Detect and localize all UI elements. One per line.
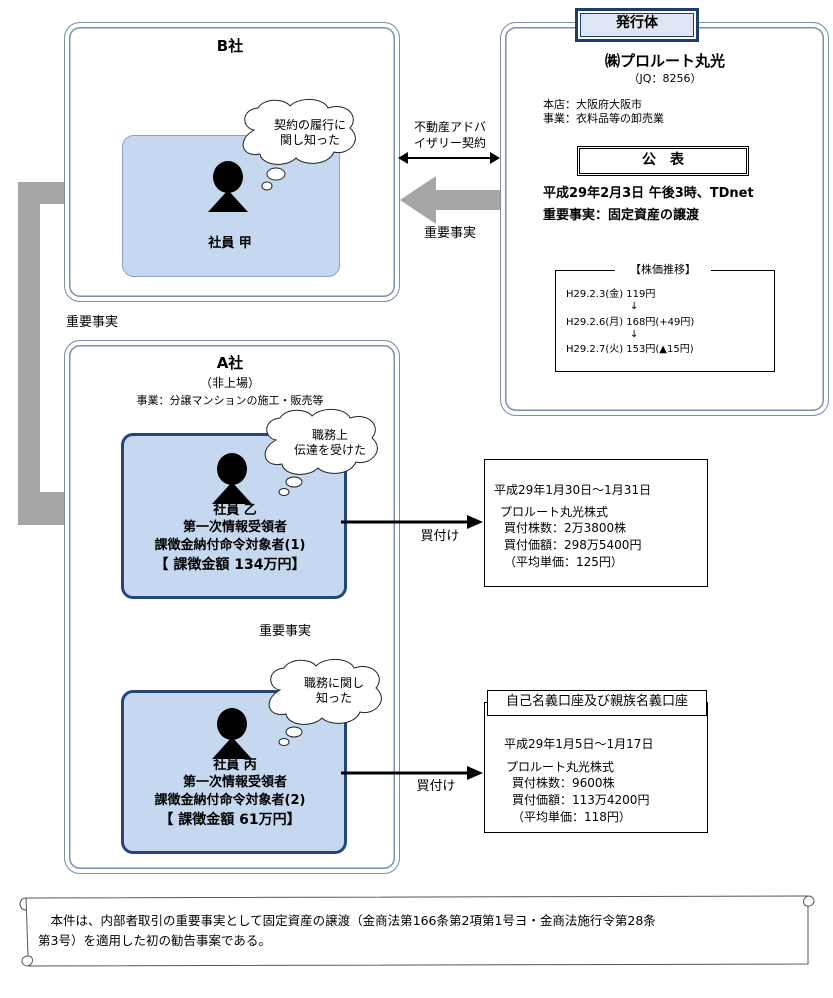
arrow-issuer-to-b — [400, 176, 500, 224]
thought-bubble — [242, 99, 356, 191]
trade2-price: 買付価額：113万4200円 — [512, 793, 650, 807]
company-a-business: 事業：分譲マンションの施工・販売等 — [136, 394, 324, 407]
stock-row-1: H29.2.3(金) 119円 — [566, 289, 656, 300]
trade2-header: 自己名義口座及び親族名義口座 — [505, 694, 688, 709]
stock-row-3: H29.2.7(火) 153円(▲15円) — [566, 344, 694, 355]
advisory-label-line2: イザリー契約 — [413, 136, 486, 150]
advisory-double-arrow — [398, 152, 500, 164]
trade2-header-box — [487, 690, 707, 716]
bubble-text-line1: 職務に関し — [303, 676, 364, 690]
advisory-label-line1: 不動産アドバ — [413, 120, 486, 134]
person-icon — [212, 453, 252, 504]
trade2-period: 平成29年1月5日～1月17日 — [504, 737, 654, 751]
employee-ko-name: 社員 甲 — [208, 236, 252, 251]
issuer-business: 事業：衣料品等の卸売業 — [543, 112, 664, 125]
buy-label-2: 買付け — [416, 779, 456, 794]
announcement-label-box — [577, 146, 749, 176]
flow-label-issuer-to-b: 重要事実 — [423, 226, 476, 241]
issuer-header: 発行体 — [616, 15, 658, 31]
stock-price-title: 【株価推移】 — [615, 263, 711, 277]
trade2-stock: プロルート丸光株式 — [506, 760, 615, 774]
trade-box-2 — [484, 702, 708, 833]
stock-row-2: H29.2.6(月) 168円(+49円) — [566, 317, 695, 328]
employee-otsu-name: 社員 乙 — [213, 503, 257, 518]
trade1-avg: （平均単価：125円） — [504, 555, 623, 569]
issuer-company-name: ㈱プロルート丸光 — [604, 52, 725, 70]
issuer-code: （JQ：8256） — [628, 72, 702, 85]
bubble-text-line2: 伝達を受けた — [293, 443, 366, 457]
buy-label-1: 買付け — [420, 529, 460, 544]
trade1-stock: プロルート丸光株式 — [500, 505, 609, 519]
footnote-line2: 第3号）を適用した初の勧告事案である。 — [38, 933, 271, 948]
person-icon — [208, 161, 248, 212]
flow-label-b-to-a: 重要事実 — [65, 315, 118, 330]
flow-label-otsu-to-hei: 重要事実 — [258, 624, 311, 639]
company-a-listing: （非上場） — [199, 376, 260, 390]
thought-bubble — [268, 659, 382, 746]
trade1-price: 買付価額：298万5400円 — [504, 538, 642, 552]
employee-hei-order: 課徴金納付命令対象者(2) — [154, 793, 306, 808]
buy-arrow-2 — [341, 766, 483, 780]
trade1-period: 平成29年1月30日～1月31日 — [494, 483, 652, 497]
thought-bubble — [264, 409, 378, 496]
trade1-shares: 買付株数：2万3800株 — [504, 521, 627, 535]
person-icon — [212, 708, 252, 759]
announcement-label: 公 表 — [642, 152, 684, 168]
stock-arrow-1: ↓ — [630, 301, 639, 312]
employee-otsu-amount: 【 課徴金額 134万円】 — [154, 557, 306, 573]
employee-hei-role: 第一次情報受領者 — [182, 775, 287, 790]
stock-arrow-2: ↓ — [630, 329, 639, 340]
bubble-text-line1: 契約の履行に — [273, 118, 346, 132]
footnote-scroll — [19, 895, 815, 967]
employee-otsu-order: 課徴金納付命令対象者(1) — [154, 538, 306, 553]
employee-hei-name: 社員 丙 — [213, 758, 257, 773]
stock-price-box — [555, 270, 775, 372]
announce-date: 平成29年2月3日 午後3時、TDnet — [543, 186, 754, 201]
trade2-shares: 買付株数：9600株 — [512, 776, 615, 790]
company-a-title: A社 — [216, 354, 244, 372]
footnote-line1: 本件は、内部者取引の重要事実として固定資産の譲渡（金商法第166条第2項第1号ヨ… — [38, 913, 656, 928]
bubble-text-line2: 知った — [315, 691, 352, 705]
issuer-head-office: 本店：大阪府大阪市 — [543, 98, 642, 111]
issuer-header-box — [575, 8, 699, 42]
bubble-text-line1: 職務上 — [311, 428, 348, 442]
company-b-title: B社 — [216, 37, 244, 55]
buy-arrow-1 — [341, 515, 483, 529]
bubble-text-line2: 関し知った — [279, 133, 340, 147]
trade2-avg: （平均単価：118円） — [512, 810, 631, 824]
announce-fact: 重要事実：固定資産の譲渡 — [543, 208, 700, 223]
employee-otsu-role: 第一次情報受領者 — [182, 520, 287, 535]
trade-box-1 — [484, 459, 708, 587]
employee-hei-amount: 【 課徴金額 61万円】 — [159, 812, 301, 828]
